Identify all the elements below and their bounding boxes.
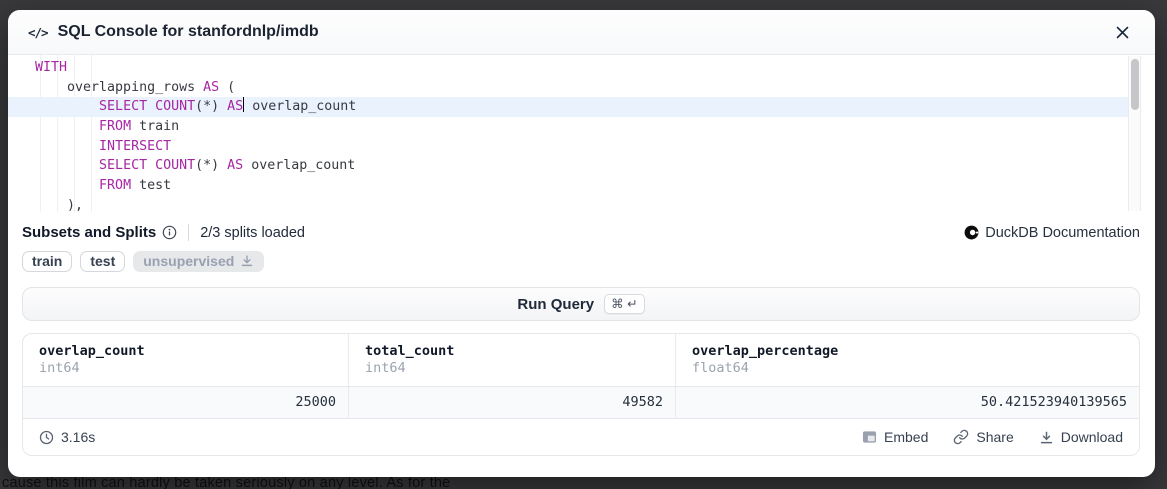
splits-loaded-status: 2/3 splits loaded [200, 224, 305, 241]
split-badge-label: unsupervised [143, 253, 235, 269]
query-duration-value: 3.16s [61, 429, 96, 445]
share-button[interactable]: Share [953, 429, 1014, 445]
code-line: INTERSECT [8, 137, 1135, 157]
sql-keyword: FROM [99, 119, 132, 135]
modal-title: SQL Console for stanfordnlp/imdb [57, 23, 319, 40]
keyboard-shortcut-badge: ⌘ ↵ [604, 294, 645, 314]
split-badge-train[interactable]: train [22, 251, 73, 272]
sql-keyword: WITH [35, 60, 68, 75]
embed-icon [862, 430, 877, 444]
column-header-overlap-count: overlap_count int64 [23, 334, 349, 386]
clock-icon [39, 430, 54, 445]
splits-badges-row: train test unsupervised [8, 251, 1155, 272]
editor-scrollbar-thumb[interactable] [1131, 59, 1139, 110]
column-type: int64 [365, 360, 406, 376]
download-button[interactable]: Download [1039, 429, 1123, 445]
info-icon[interactable] [162, 225, 177, 240]
sql-keyword: INTERSECT [99, 138, 172, 154]
run-query-label: Run Query [517, 295, 595, 313]
code-lines: WITH overlapping_rows AS ( SELECT COUNT(… [8, 58, 1135, 212]
sql-text [147, 158, 155, 173]
split-badge-test[interactable]: test [80, 251, 126, 272]
sql-keyword: FROM [99, 178, 132, 194]
results-footer: 3.16s Embed Share [23, 418, 1139, 455]
sql-keyword: SELECT [99, 158, 148, 174]
sql-keyword: AS [227, 158, 244, 174]
sql-keyword: SELECT [99, 99, 148, 115]
cell-total-count: 49582 [349, 387, 676, 418]
sql-text: (*) [195, 158, 228, 174]
cell-overlap-percentage: 50.421523940139565 [980, 394, 1127, 410]
indent-guide [57, 55, 58, 212]
sql-text: (*) [195, 99, 228, 115]
share-label: Share [976, 429, 1014, 445]
column-type: int64 [39, 360, 80, 376]
share-link-icon [953, 429, 969, 445]
sql-text: overlap_count [244, 99, 357, 115]
indent-guide [40, 55, 41, 212]
table-row: 25000 49582 50.421523940139565 [23, 386, 1139, 418]
editor-scrollbar-track[interactable] [1128, 56, 1141, 211]
results-table: overlap_count int64 total_count int64 ov… [22, 333, 1140, 456]
sql-text: ( [219, 79, 236, 95]
subsets-title: Subsets and Splits [22, 224, 157, 241]
embed-label: Embed [884, 429, 929, 445]
sql-text [35, 99, 99, 114]
duckdb-logo-icon [964, 225, 979, 240]
split-badge-unsupervised[interactable]: unsupervised [133, 251, 265, 272]
sql-text [35, 139, 99, 154]
code-line: ), [8, 196, 1135, 212]
indent-guide [91, 55, 92, 212]
column-name: overlap_count [39, 343, 145, 359]
duckdb-documentation-label: DuckDB Documentation [985, 224, 1140, 241]
code-icon: </> [28, 24, 49, 40]
code-line: overlapping_rows AS ( [8, 78, 1135, 98]
text-cursor [243, 97, 245, 113]
subsets-row: Subsets and Splits 2/3 splits loaded Duc… [8, 224, 1155, 241]
sql-keyword: COUNT [155, 99, 196, 115]
sql-text [35, 119, 99, 134]
sql-text [147, 99, 155, 114]
sql-text: train [131, 119, 180, 135]
column-header-overlap-percentage: overlap_percentage float64 [676, 334, 1139, 386]
column-header-total-count: total_count int64 [349, 334, 676, 386]
sql-text: test [131, 178, 172, 194]
code-line: FROM train [8, 117, 1135, 137]
sql-keyword: AS [203, 79, 220, 95]
sql-console-modal: </> SQL Console for stanfordnlp/imdb WIT… [8, 10, 1155, 477]
sql-text: overlap_count [243, 158, 356, 174]
sql-text: ), [35, 197, 84, 212]
results-header-row: overlap_count int64 total_count int64 ov… [23, 334, 1139, 386]
code-line: SELECT COUNT(*) AS overlap_count [8, 156, 1135, 176]
cell-overlap-count: 25000 [23, 387, 349, 418]
run-query-button[interactable]: Run Query ⌘ ↵ [22, 287, 1140, 321]
close-icon[interactable] [1111, 21, 1133, 43]
column-name: overlap_percentage [692, 343, 839, 359]
column-name: total_count [365, 343, 455, 359]
results-actions: Embed Share Download [862, 429, 1123, 445]
divider [188, 224, 190, 241]
download-icon [1039, 430, 1054, 445]
code-line: FROM test [8, 176, 1135, 196]
download-icon [240, 254, 254, 268]
sql-text [35, 158, 99, 173]
column-type: float64 [692, 360, 749, 376]
background-page-text: cause this film can hardly be taken seri… [2, 475, 451, 489]
sql-editor[interactable]: WITH overlapping_rows AS ( SELECT COUNT(… [8, 55, 1155, 212]
query-duration: 3.16s [39, 429, 95, 445]
code-line: WITH [8, 58, 1135, 78]
embed-button[interactable]: Embed [862, 429, 928, 445]
modal-header: </> SQL Console for stanfordnlp/imdb [8, 10, 1155, 55]
sql-text: overlapping_rows [35, 79, 204, 95]
download-label: Download [1060, 429, 1123, 445]
sql-keyword: AS [227, 99, 244, 115]
sql-keyword: COUNT [155, 158, 196, 174]
code-line-active: SELECT COUNT(*) AS overlap_count [8, 97, 1135, 118]
duckdb-documentation-link[interactable]: DuckDB Documentation [964, 225, 1140, 241]
indent-guide [74, 55, 75, 212]
sql-text [35, 178, 99, 193]
